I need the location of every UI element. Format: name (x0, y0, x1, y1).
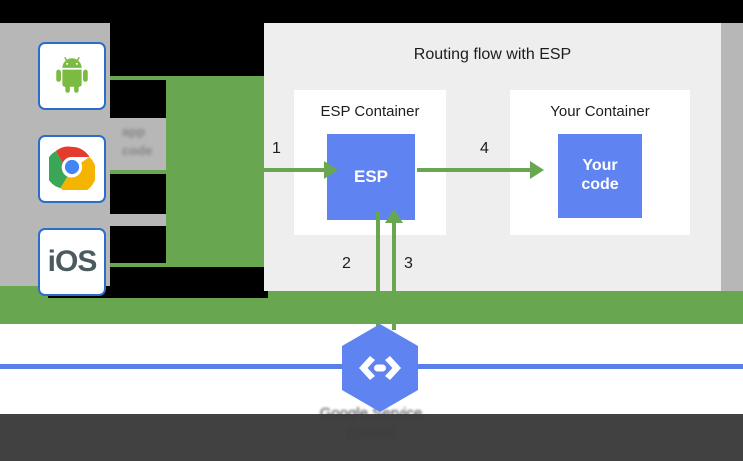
step-number-3: 3 (404, 255, 413, 272)
android-icon (51, 53, 93, 100)
bottom-dark-bar (0, 414, 743, 461)
arrow-4-line (417, 168, 532, 172)
arrow-1-line (264, 168, 326, 172)
occlusion-block-3 (110, 174, 166, 214)
your-code-label-line2: code (581, 176, 619, 193)
arrow-3-line (392, 223, 396, 330)
top-black-bar (0, 0, 743, 23)
occlusion-block-2 (110, 80, 166, 118)
logo-caption: Google Service Control (261, 404, 481, 444)
endpoints-hexagon-icon (338, 322, 422, 414)
green-stub-android (110, 76, 170, 80)
esp-box-label: ESP (353, 166, 389, 186)
obscured-label-fragment: app code (122, 122, 172, 170)
client-card-ios[interactable]: iOS (38, 228, 106, 296)
esp-box[interactable]: ESP (327, 134, 415, 220)
arrow-4-head (530, 161, 544, 179)
arrow-3-head (385, 209, 403, 223)
step-number-2: 2 (342, 255, 351, 272)
your-code-label-line1: Your (582, 157, 618, 175)
occlusion-block-1 (110, 23, 268, 76)
right-edge-strip (721, 23, 743, 291)
client-card-android[interactable] (38, 42, 106, 110)
client-card-chrome[interactable] (38, 135, 106, 203)
green-stub-chrome (110, 170, 170, 174)
ghost-line-1: app (122, 124, 146, 139)
green-stub-ios (110, 263, 170, 267)
chrome-icon (45, 144, 97, 195)
your-code-box[interactable]: Your code (558, 134, 642, 218)
logo-caption-line2: Control (346, 425, 396, 442)
esp-container: ESP Container ESP (294, 90, 446, 235)
routing-flow-panel: Routing flow with ESP ESP Container ESP … (264, 23, 721, 291)
arrow-1-head (324, 161, 338, 179)
esp-container-title: ESP Container (320, 103, 420, 120)
ghost-line-2: code (122, 143, 153, 158)
step-number-1: 1 (272, 140, 281, 157)
occlusion-block-4 (110, 226, 166, 263)
ios-label: iOS (47, 245, 98, 278)
step-number-4: 4 (480, 140, 489, 157)
panel-title: Routing flow with ESP (413, 46, 572, 63)
your-container-title: Your Container (550, 103, 650, 120)
logo-caption-line1: Google Service (319, 405, 423, 422)
arrow-2-line (376, 212, 380, 330)
green-connector-column (166, 76, 278, 291)
